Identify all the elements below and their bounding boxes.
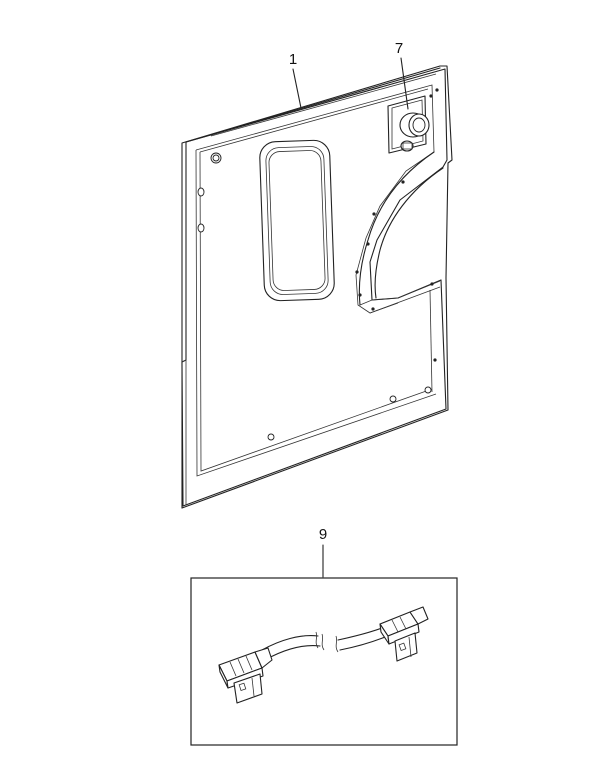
window-opening [259,139,335,302]
callout-9: 9 [319,526,327,578]
harness-detail-box [190,577,458,746]
power-outlet [387,95,430,154]
right-connector [379,606,429,662]
callout-7-number: 7 [395,40,403,57]
callout-9-number: 9 [319,526,327,543]
left-connector [218,647,273,704]
callout-1-number: 1 [289,51,297,68]
callout-7: 7 [395,40,409,110]
callout-1: 1 [289,51,302,109]
side-panel-illustration [181,65,453,509]
